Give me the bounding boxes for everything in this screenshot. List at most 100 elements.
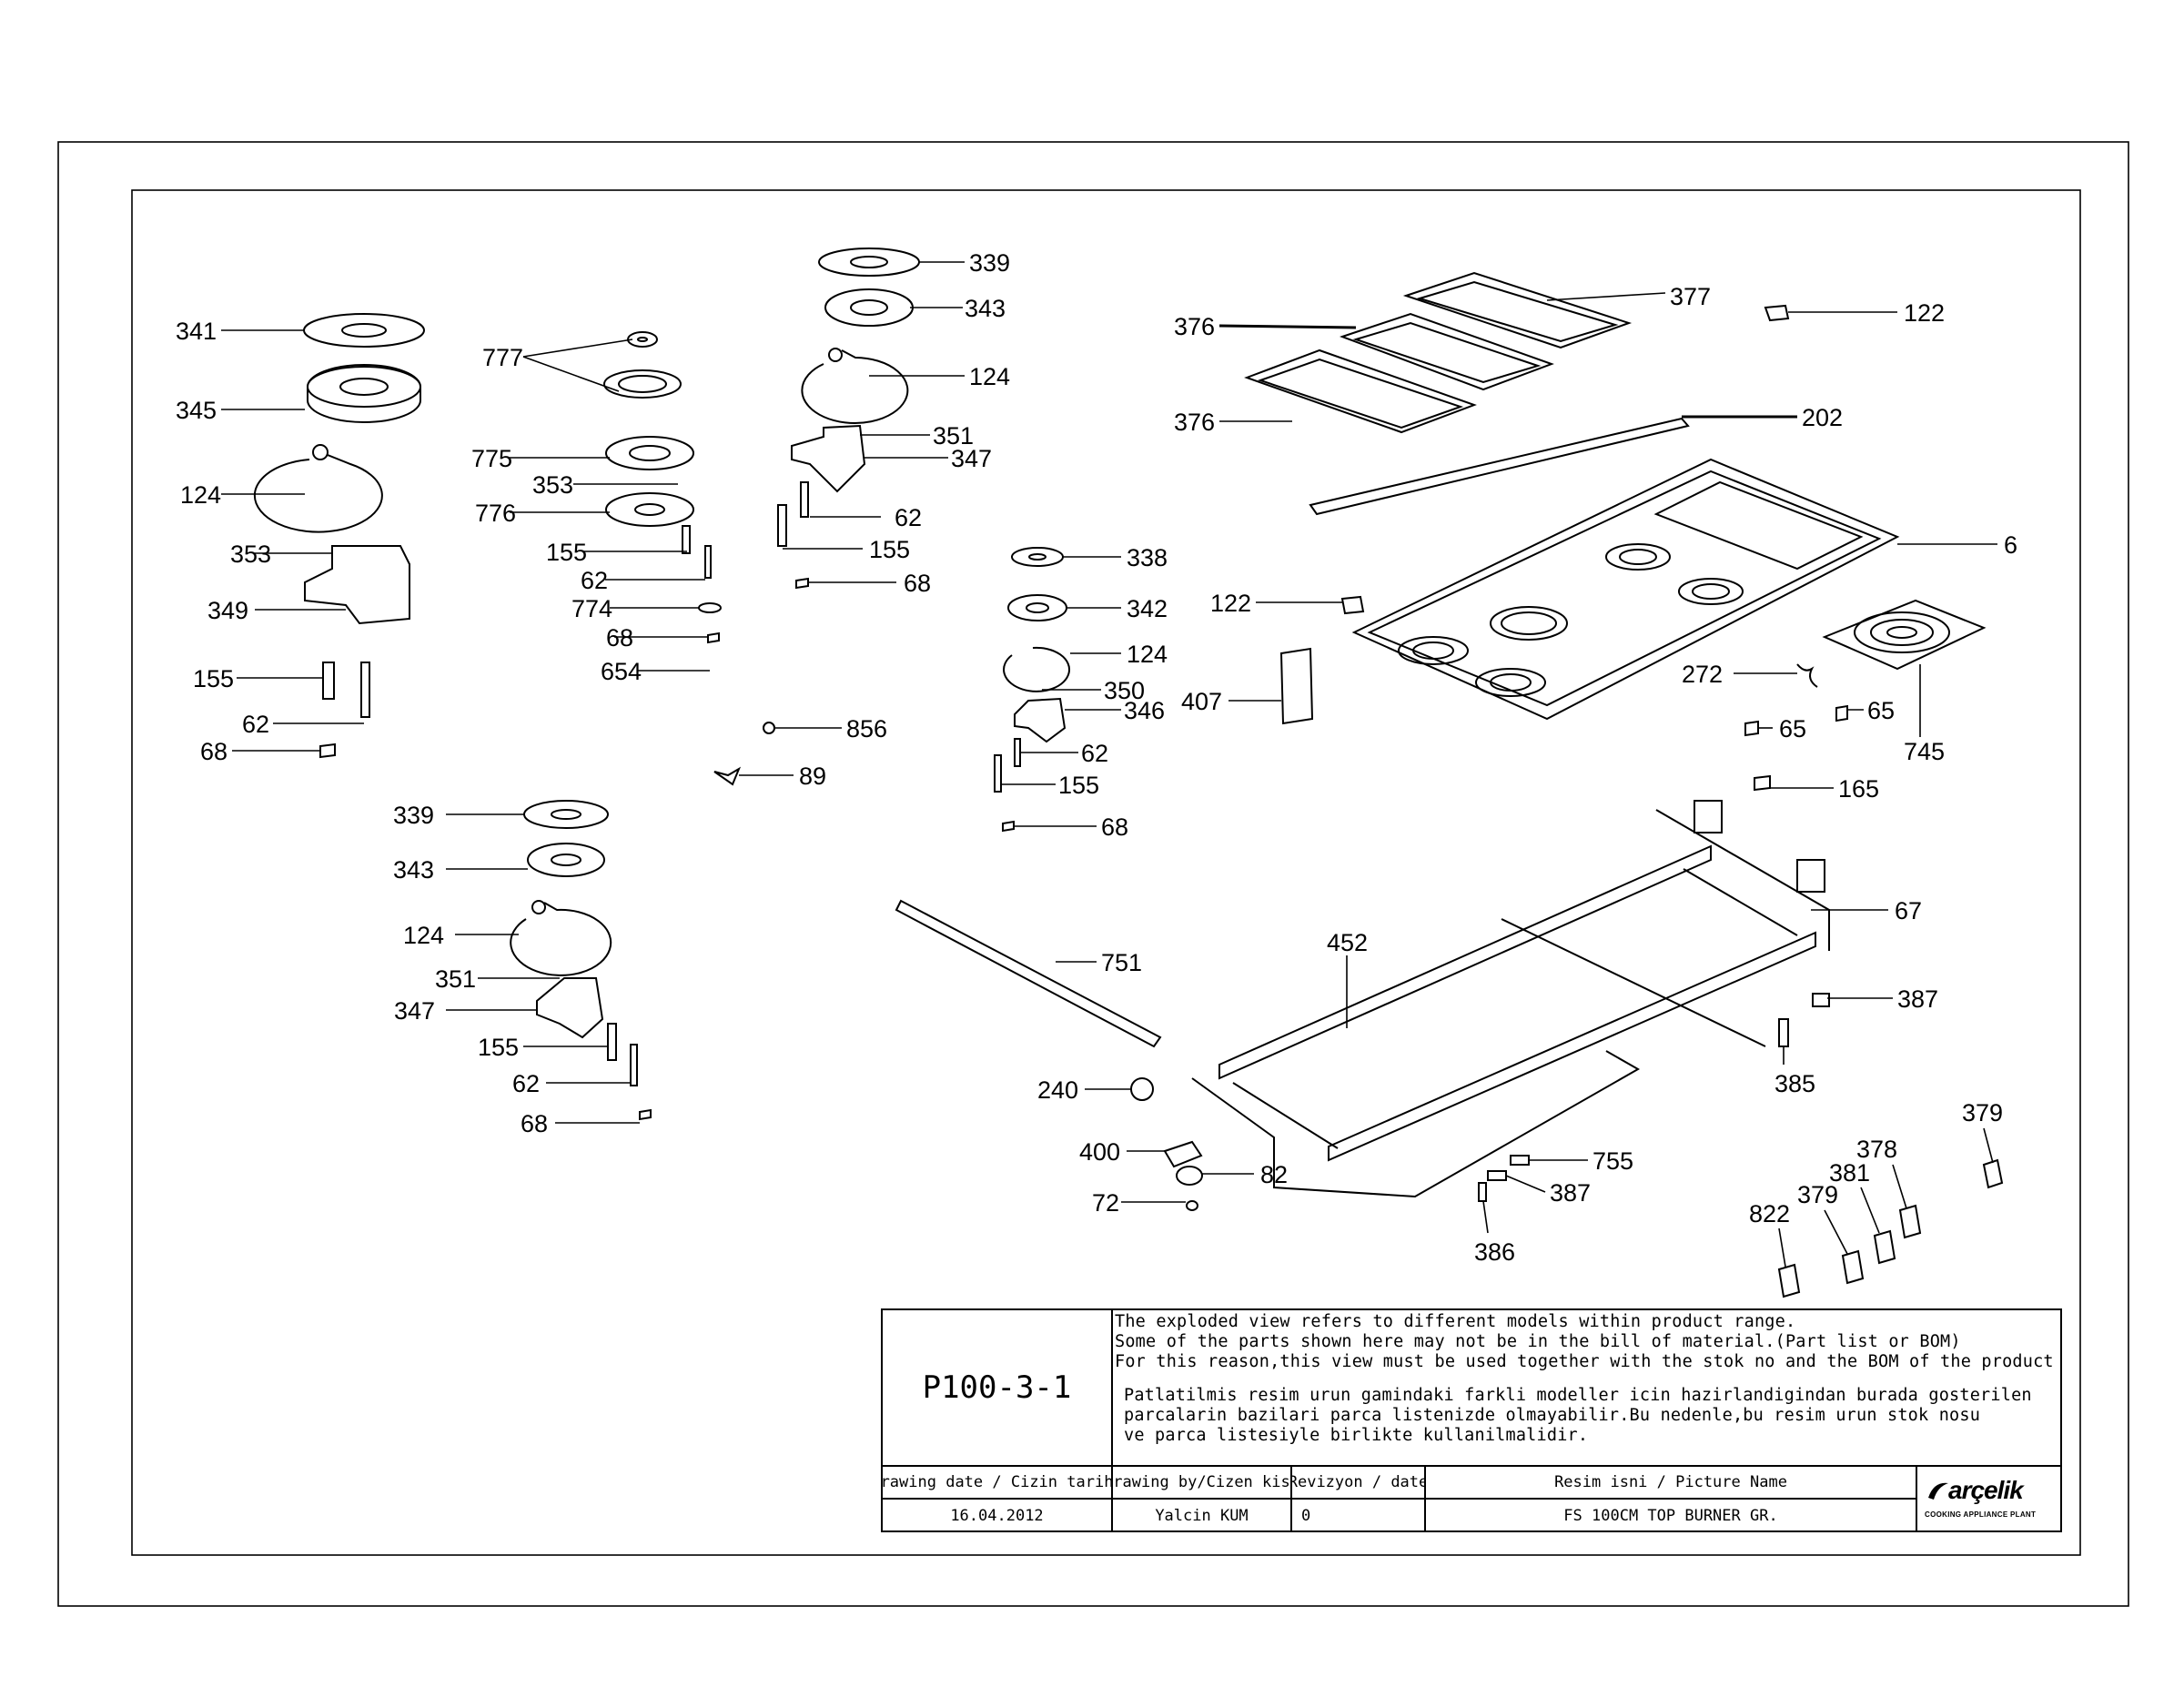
value-revision: 0 (1292, 1500, 1426, 1532)
inner-frame (131, 189, 2081, 1556)
label-386: 386 (1474, 1238, 1515, 1266)
pan-supports (1244, 271, 1633, 434)
label-351: 351 (933, 422, 974, 450)
label-339: 339 (393, 802, 434, 829)
header-picture-name: Resim isni / Picture Name (1426, 1467, 1917, 1500)
brand-subtitle: COOKING APPLIANCE PLANT (1925, 1510, 2037, 1519)
part-387a-shape (1812, 993, 1830, 1007)
label-345: 345 (176, 397, 217, 424)
label-353: 353 (230, 540, 271, 568)
outer-frame (57, 141, 2129, 1607)
logo-swoosh-icon (1928, 1482, 1948, 1500)
label-385: 385 (1774, 1070, 1815, 1097)
label-376: 376 (1174, 313, 1215, 340)
label-346: 346 (1124, 697, 1165, 724)
label-155: 155 (869, 536, 910, 563)
label-822: 822 (1749, 1200, 1790, 1227)
part-386-shape (1478, 1182, 1487, 1202)
brand-cell: arçelik COOKING APPLIANCE PLANT (1917, 1467, 2062, 1532)
label-349: 349 (207, 597, 248, 624)
label-378: 378 (1856, 1136, 1897, 1163)
label-350: 350 (1104, 677, 1145, 704)
part-381-shape (1873, 1229, 1896, 1265)
label-155: 155 (478, 1034, 519, 1061)
label-379: 379 (1797, 1181, 1838, 1208)
label-65: 65 (1779, 715, 1806, 742)
label-755: 755 (1592, 1147, 1633, 1175)
label-6: 6 (2004, 531, 2017, 559)
header-revision: Revizyon / date (1292, 1467, 1426, 1500)
part-65a-shape (1835, 704, 1848, 722)
part-745-hotplate (1822, 599, 1987, 671)
burner-group-d (994, 547, 1071, 833)
label-165: 165 (1838, 775, 1879, 803)
label-62: 62 (1081, 740, 1108, 767)
title-block: P100-3-1 The exploded view refers to dif… (881, 1308, 2062, 1532)
label-240: 240 (1037, 1076, 1078, 1104)
label-67: 67 (1895, 897, 1922, 924)
label-124: 124 (1127, 641, 1168, 668)
part-labels: 341 345 124 353 349 155 62 68 777 775 35… (176, 249, 2017, 1266)
label-347: 347 (394, 997, 435, 1025)
label-400: 400 (1079, 1138, 1120, 1166)
burner-group-e (510, 800, 652, 1121)
label-82: 82 (1260, 1161, 1288, 1188)
disclaimer-english: The exploded view refers to different mo… (1115, 1312, 2054, 1371)
label-62: 62 (242, 711, 269, 738)
label-124: 124 (180, 481, 221, 509)
label-654: 654 (601, 658, 642, 685)
label-775: 775 (471, 445, 512, 472)
label-452: 452 (1327, 929, 1368, 956)
label-856: 856 (846, 715, 887, 742)
label-122: 122 (1210, 590, 1251, 617)
label-751: 751 (1101, 949, 1142, 976)
part-822-shape (1777, 1263, 1801, 1298)
arcelik-logo: arçelik COOKING APPLIANCE PLANT (1925, 1476, 2057, 1526)
label-351: 351 (435, 965, 476, 993)
burner-group-a (253, 313, 425, 759)
header-drawn-by: Drawing by/Cizen kisi (1113, 1467, 1292, 1500)
part-407-shape (1279, 647, 1314, 725)
label-72: 72 (1092, 1189, 1119, 1217)
label-777: 777 (482, 344, 523, 371)
label-387: 387 (1897, 985, 1938, 1013)
label-68: 68 (606, 624, 633, 652)
label-341: 341 (176, 318, 217, 345)
disclaimer-turkish: Patlatilmis resim urun gamindaki farkli … (1124, 1386, 2032, 1445)
label-343: 343 (393, 856, 434, 884)
part-856-shape (763, 722, 775, 734)
part-272-shape (1796, 663, 1818, 688)
part-89-shape (713, 766, 742, 786)
label-89: 89 (799, 763, 826, 790)
hob-top-plate (1351, 458, 1900, 721)
label-122: 122 (1904, 299, 1945, 327)
part-122b-shape (1340, 595, 1365, 615)
label-202: 202 (1802, 404, 1843, 431)
value-picture-name: FS 100CM TOP BURNER GR. (1426, 1500, 1917, 1532)
part-240-shape (1130, 1077, 1154, 1101)
label-774: 774 (571, 595, 612, 622)
part-755-shape (1510, 1155, 1530, 1166)
leader-lines (221, 261, 1997, 1268)
label-68: 68 (904, 570, 931, 597)
label-65: 65 (1867, 697, 1895, 724)
label-272: 272 (1682, 661, 1723, 688)
part-400-shape (1163, 1140, 1203, 1168)
label-62: 62 (512, 1070, 540, 1097)
header-drawing-date: Drawing date / Cizin tarihi (883, 1467, 1113, 1500)
label-347: 347 (951, 445, 992, 472)
part-387b-shape (1487, 1170, 1507, 1181)
label-353: 353 (532, 471, 573, 499)
label-376: 376 (1174, 409, 1215, 436)
part-65b-shape (1744, 720, 1759, 737)
label-338: 338 (1127, 544, 1168, 571)
label-343: 343 (965, 295, 1006, 322)
label-339: 339 (969, 249, 1010, 277)
label-68: 68 (200, 738, 228, 765)
label-377: 377 (1670, 283, 1711, 310)
value-drawing-date: 16.04.2012 (883, 1500, 1113, 1532)
part-202-strip (1309, 417, 1690, 516)
disclaimer-cell: The exploded view refers to different mo… (1113, 1310, 2062, 1467)
label-62: 62 (895, 504, 922, 531)
